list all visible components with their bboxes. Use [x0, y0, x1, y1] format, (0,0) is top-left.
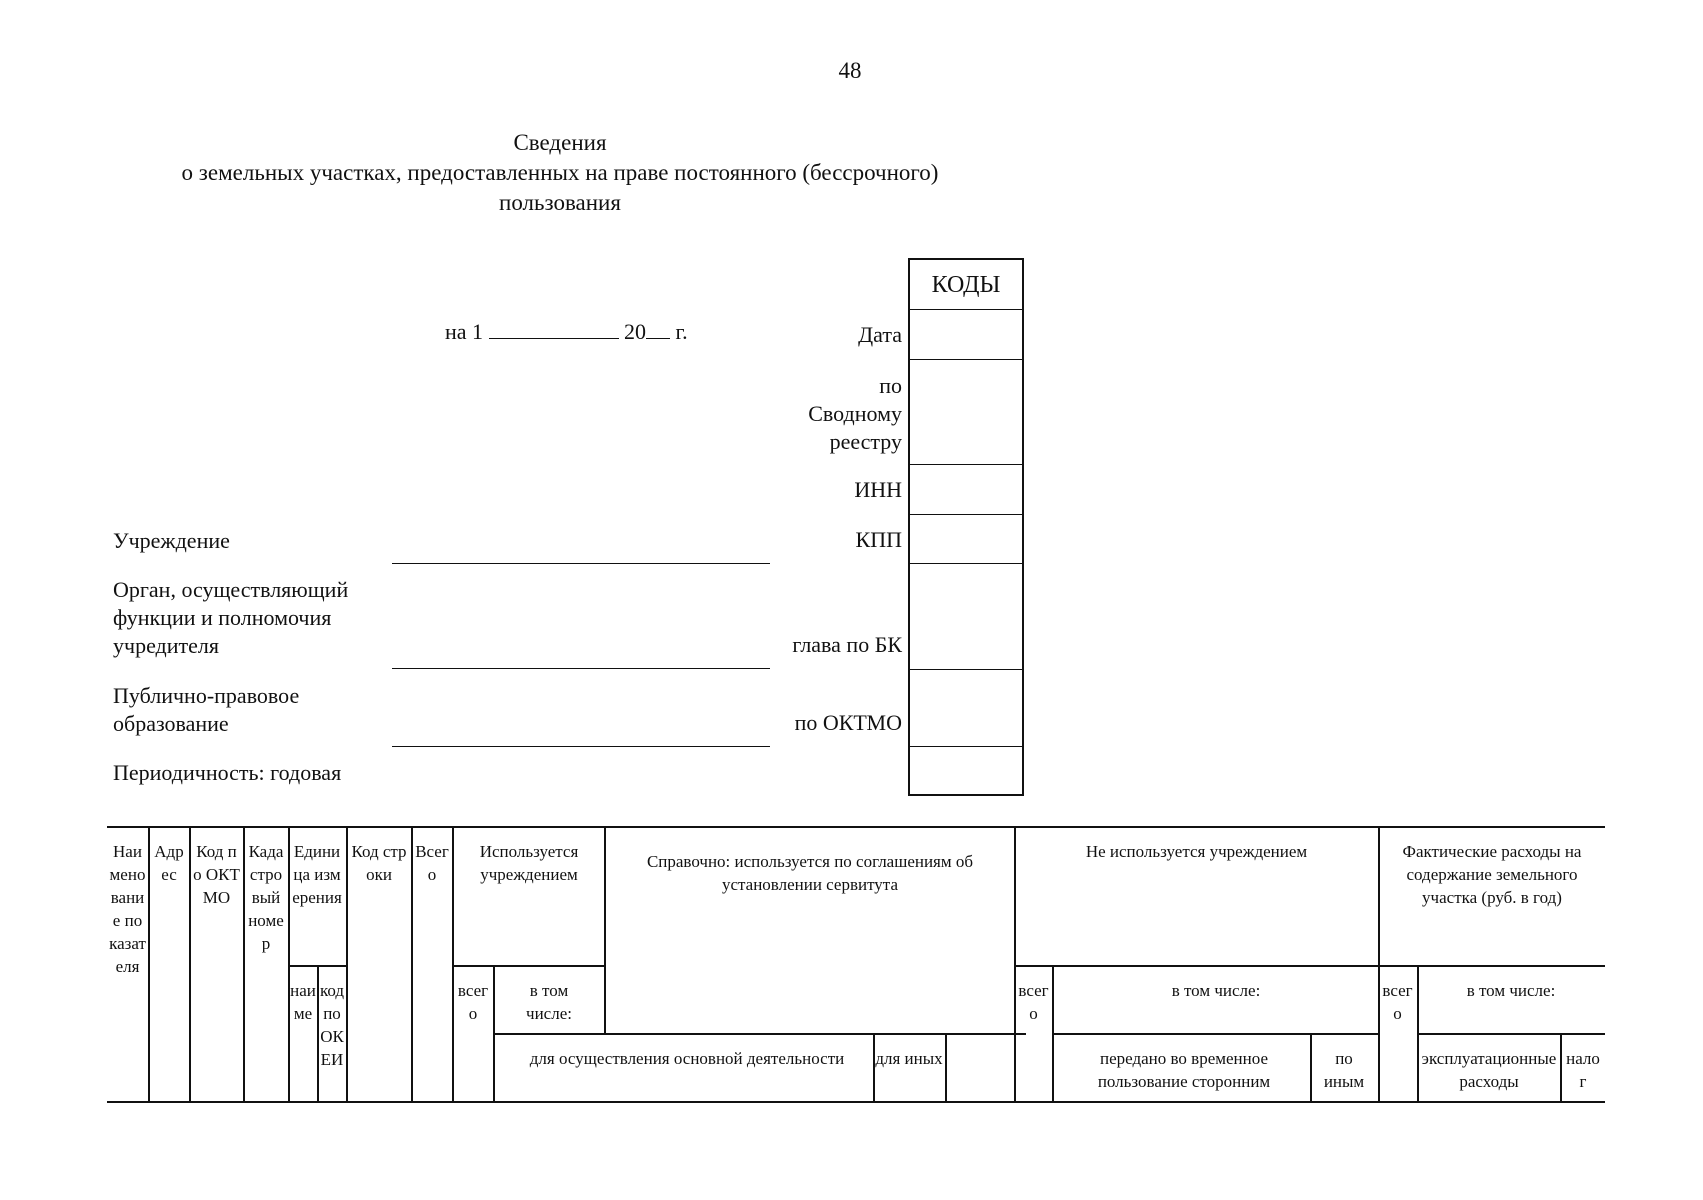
col-divider [493, 965, 495, 1102]
code-label-inn: ИНН [854, 477, 902, 502]
header-used: Используется учреждением [479, 842, 579, 884]
col-divider [1417, 965, 1419, 1102]
codes-box: КОДЫ [908, 258, 1024, 796]
header-other-reasons: по иным [1323, 1049, 1365, 1091]
date-prefix: на 1 [445, 319, 484, 344]
registry-label-line: Сводному [808, 401, 902, 426]
land-plots-table: Наименование показателя Адрес Код по ОКТ… [107, 826, 1605, 1103]
col-divider [1378, 826, 1380, 1102]
code-cell-kpp[interactable] [910, 514, 1022, 564]
col-divider [452, 826, 454, 1102]
col-divider [1014, 826, 1016, 1102]
code-label-date: Дата [858, 322, 902, 347]
public-entity-label-line: Публично-правовое [113, 683, 300, 708]
header-oktmo: Код по ОКТМО [193, 842, 240, 907]
header-expenses-including: в том числе: [1466, 981, 1556, 1000]
code-cell-inn[interactable] [910, 464, 1022, 515]
header-name: Наименование показателя [109, 842, 146, 976]
header-temporary-use: передано во временное пользование сторон… [1097, 1049, 1271, 1091]
header-line-code: Код строки [351, 842, 407, 884]
form-title: Сведения о земельных участках, предостав… [110, 128, 1010, 218]
header-cadastral: Кадастровый номер [248, 842, 284, 953]
organ-label-line: учредителя [113, 633, 219, 658]
header-not-used: Не используется учреждением [1085, 842, 1308, 861]
code-cell-date[interactable] [910, 309, 1022, 360]
header-operational: эксплуатационные расходы [1421, 1049, 1557, 1091]
date-suffix: г. [675, 319, 688, 344]
title-line-1: Сведения [513, 130, 607, 155]
date-year: 20 [624, 319, 647, 344]
code-label-kpp: КПП [855, 527, 902, 552]
header-used-including: в том числе: [526, 981, 572, 1023]
table-bottom-border [107, 1101, 1605, 1103]
public-entity-field[interactable] [392, 746, 770, 747]
col-divider [1310, 1033, 1312, 1102]
expenses-subheader-line [1378, 965, 1605, 967]
institution-field[interactable] [392, 563, 770, 564]
col-divider [189, 826, 191, 1102]
report-date-line: на 1 20 г. [445, 318, 688, 345]
header-servitude: Справочно: используется по соглашениям о… [646, 852, 974, 894]
header-expenses-total: всего [1382, 981, 1413, 1023]
page-number: 48 [838, 58, 862, 83]
organ-label: Орган, осуществляющий функции и полномоч… [113, 576, 348, 660]
col-divider [604, 826, 606, 1033]
col-divider [148, 826, 150, 1102]
header-other-purposes: для иных [875, 1049, 943, 1068]
registry-label-line: по [879, 373, 902, 398]
codes-header: КОДЫ [931, 272, 1001, 298]
title-line-2: о земельных участках, предоставленных на… [181, 160, 939, 185]
header-unit-code: код по ОКЕИ [319, 981, 345, 1069]
code-cell-bk[interactable] [910, 563, 1022, 670]
col-divider [411, 826, 413, 1102]
col-divider [873, 1033, 875, 1102]
registry-label-line: реестру [829, 429, 902, 454]
notused-including-line [1052, 1033, 1378, 1035]
title-line-3: пользования [499, 190, 621, 215]
header-used-total: всего [457, 981, 489, 1023]
expenses-including-line [1417, 1033, 1605, 1035]
institution-label: Учреждение [113, 528, 230, 553]
header-not-used-total: всего [1018, 981, 1049, 1023]
date-year-blank[interactable] [646, 318, 671, 339]
date-month-blank[interactable] [488, 318, 619, 339]
periodicity-label: Периодичность: годовая [113, 760, 342, 785]
organ-label-line: Орган, осуществляющий [113, 577, 349, 602]
code-label-registry: по Сводному реестру [682, 372, 902, 456]
organ-label-line: функции и полномочия [113, 605, 332, 630]
col-divider [288, 826, 290, 1102]
col-divider [243, 826, 245, 1102]
header-unit-name: наиме [290, 981, 316, 1023]
notused-subheader-line [1014, 965, 1378, 967]
table-top-border [107, 826, 1605, 828]
used-including-line [493, 1033, 1026, 1035]
code-label-oktmo: по ОКТМО [794, 710, 902, 735]
public-entity-label: Публично-правовое образование [113, 682, 299, 738]
public-entity-label-line: образование [113, 711, 229, 736]
col-divider [317, 965, 319, 1102]
used-subheader-line [452, 965, 604, 967]
codes-header-cell [910, 260, 1022, 310]
col-divider [1052, 965, 1054, 1102]
code-cell-oktmo[interactable] [910, 669, 1022, 747]
header-unit: Единица измерения [292, 842, 342, 907]
code-label-bk: глава по БК [792, 632, 902, 657]
col-divider [346, 826, 348, 1102]
header-tax: налог [1566, 1049, 1600, 1091]
code-cell-registry[interactable] [910, 359, 1022, 465]
organ-field[interactable] [392, 668, 770, 669]
header-total: Всего [415, 842, 449, 884]
header-not-used-including: в том числе: [1171, 981, 1261, 1000]
header-address: Адрес [154, 842, 184, 884]
header-main-activity: для осуществления основной деятельности [529, 1049, 845, 1068]
col-divider [945, 1033, 947, 1102]
header-expenses: Фактические расходы на содержание земель… [1402, 842, 1582, 907]
col-divider [1560, 1033, 1562, 1102]
